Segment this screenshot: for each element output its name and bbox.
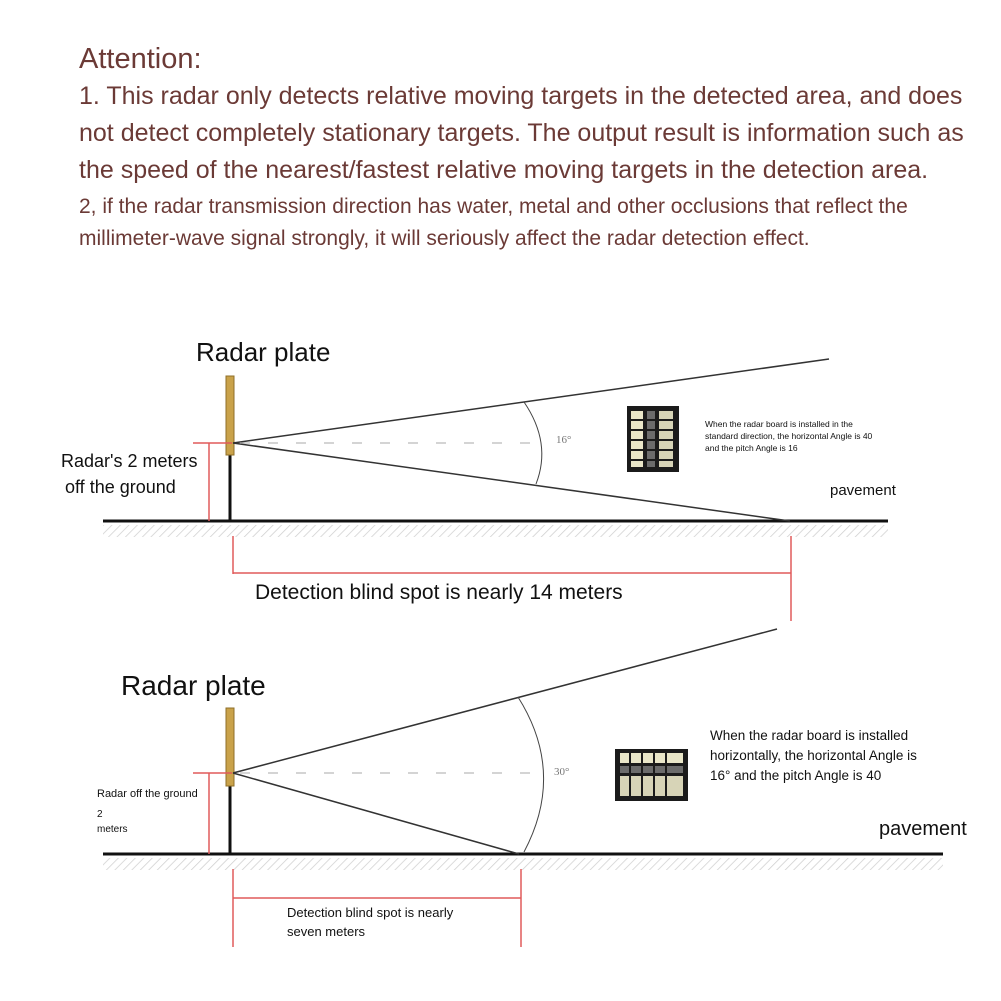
beam-upper-2 [232,628,778,774]
diagram-2 [103,628,943,947]
beam-lower-1 [232,442,791,522]
radar-plate-2 [225,707,235,787]
angle-arc-1 [523,401,543,485]
attention-point-1: 1. This radar only detects relative movi… [79,82,964,184]
attention-point-2: 2, if the radar transmission direction h… [79,195,908,250]
height-label-2-line-1: Radar off the ground [97,788,198,800]
install-note-1: When the radar board is installed in the… [705,419,873,453]
diagram-1 [103,358,888,621]
radar-plate-label-2: Radar plate [121,670,266,701]
radar-plate-label-1: Radar plate [196,337,331,367]
attention-title: Attention: [79,43,202,75]
beam-lower-2 [232,772,520,855]
ground-hatch-1 [103,525,888,537]
radar-chip-horizontal-icon [615,749,688,801]
height-label-1-line-2: off the ground [65,477,176,497]
radar-chip-icon [627,406,679,472]
height-label-2-line-2: 2 [97,809,103,820]
angle-arc-2 [517,696,544,853]
radar-plate-1 [225,375,235,456]
height-label-1-line-1: Radar's 2 meters [61,451,198,471]
pavement-label-2: pavement [879,818,967,840]
angle-label-1: 16° [556,434,572,446]
attention-block: Attention: 1. This radar only detects re… [79,40,979,255]
angle-label-2: 30° [554,766,570,778]
blind-spot-label-1: Detection blind spot is nearly 14 meters [255,581,623,604]
beam-upper-1 [232,358,830,444]
pavement-label-1: pavement [830,482,896,499]
ground-hatch-2 [103,858,943,870]
height-label-2-line-3: meters [97,824,128,835]
blind-spot-label-2: Detection blind spot is nearly seven met… [287,905,454,939]
install-note-2: When the radar board is installed horizo… [710,728,917,783]
